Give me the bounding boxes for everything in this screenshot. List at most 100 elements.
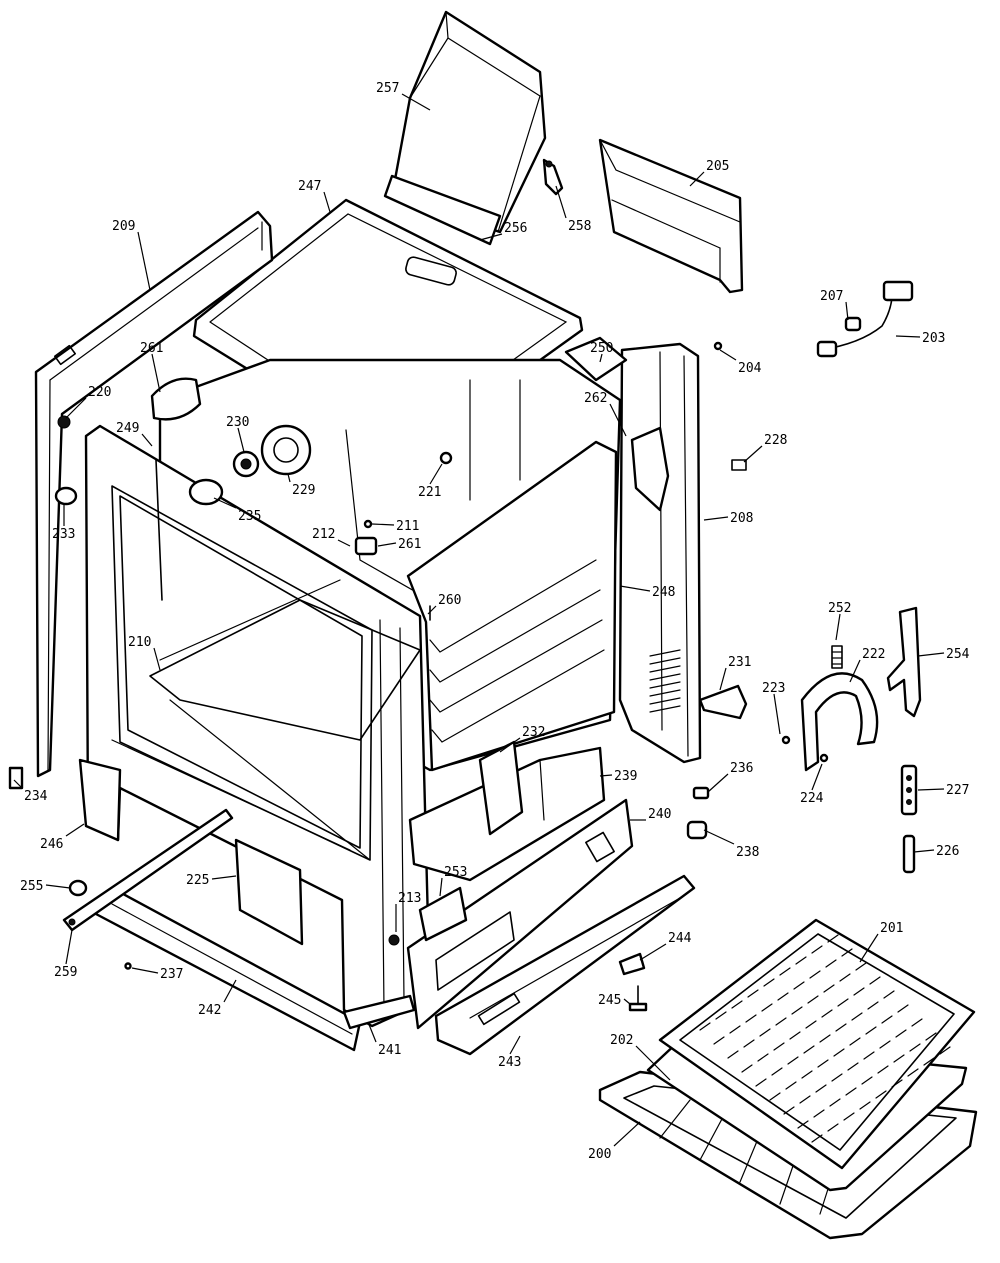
rack-slot bbox=[747, 989, 759, 998]
part-262-bracket bbox=[630, 426, 670, 512]
callout-label: 226 bbox=[936, 844, 959, 859]
part-233-fitting bbox=[54, 486, 78, 506]
rack-slot bbox=[755, 1078, 767, 1087]
rack-slot bbox=[909, 1043, 921, 1052]
rack-slot bbox=[759, 1028, 771, 1037]
callout-leader bbox=[719, 349, 737, 361]
callout-leader bbox=[213, 497, 237, 509]
rack-slot bbox=[743, 1039, 755, 1048]
callout-261a: 261 bbox=[140, 341, 163, 393]
rack-slot bbox=[785, 1081, 797, 1090]
callout-leader bbox=[479, 233, 503, 241]
callout-230: 230 bbox=[226, 415, 249, 453]
callout-leader bbox=[913, 849, 935, 853]
callout-252: 252 bbox=[828, 601, 851, 641]
callout-leader bbox=[703, 516, 729, 521]
rack-slot bbox=[879, 1040, 891, 1049]
callout-207: 207 bbox=[820, 289, 849, 321]
callout-label: 237 bbox=[160, 967, 183, 982]
callout-label: 220 bbox=[88, 385, 111, 400]
part-205-panel bbox=[598, 138, 744, 294]
callout-leader bbox=[401, 93, 431, 111]
callout-label: 252 bbox=[828, 601, 851, 616]
callout-249: 249 bbox=[116, 421, 153, 447]
callout-label: 212 bbox=[312, 527, 335, 542]
part-255-cap bbox=[68, 879, 88, 897]
callout-leader bbox=[719, 667, 727, 691]
callout-label: 261 bbox=[140, 341, 163, 356]
rack-slot bbox=[823, 984, 835, 993]
part-253-bracket bbox=[418, 886, 468, 942]
part-243-drawer-slide bbox=[434, 874, 696, 1056]
callout-label: 240 bbox=[648, 807, 671, 822]
callout-label: 256 bbox=[504, 221, 527, 236]
callout-242: 242 bbox=[198, 979, 237, 1018]
rack-slot bbox=[939, 1046, 951, 1055]
part-249-rod bbox=[155, 459, 163, 601]
part-207-plug bbox=[844, 316, 862, 332]
rack-slot bbox=[805, 1020, 817, 1029]
callout-label: 244 bbox=[668, 931, 692, 946]
callout-223: 223 bbox=[762, 681, 785, 735]
callout-245: 245 bbox=[598, 993, 631, 1008]
callout-leader bbox=[371, 523, 395, 526]
callout-236: 236 bbox=[707, 761, 753, 793]
rack-slot bbox=[837, 998, 849, 1007]
callout-leader bbox=[141, 433, 153, 447]
part-241-rail bbox=[342, 994, 416, 1030]
rack-slot bbox=[833, 1048, 845, 1057]
callout-231: 231 bbox=[719, 655, 751, 691]
rack-slot bbox=[827, 1123, 839, 1132]
callout-leader bbox=[45, 884, 71, 889]
rack-slot bbox=[843, 1112, 855, 1121]
part-248-inner-wall bbox=[406, 440, 618, 772]
part-234-clip bbox=[8, 766, 24, 790]
callout-leader bbox=[367, 1021, 377, 1043]
rack-slot bbox=[761, 1003, 773, 1012]
callout-leader bbox=[65, 929, 73, 965]
callout-label: 259 bbox=[54, 965, 77, 980]
callout-label: 262 bbox=[584, 391, 607, 406]
callout-leader bbox=[773, 693, 781, 735]
rack-slot bbox=[757, 1053, 769, 1062]
callout-leader bbox=[153, 647, 161, 671]
part-228-spring bbox=[731, 459, 747, 471]
callout-label: 228 bbox=[764, 433, 787, 448]
callout-208: 208 bbox=[703, 511, 753, 526]
rack-slot bbox=[817, 1059, 829, 1068]
callout-label: 241 bbox=[378, 1043, 401, 1058]
callout-leader bbox=[917, 788, 945, 791]
rack-slot bbox=[731, 1000, 743, 1009]
callout-label: 233 bbox=[52, 527, 75, 542]
rack-slot bbox=[827, 934, 839, 943]
rack-slot bbox=[793, 981, 805, 990]
callout-leader bbox=[811, 763, 823, 791]
callout-leader bbox=[137, 231, 151, 291]
callout-222: 222 bbox=[849, 647, 885, 683]
rack-slot bbox=[807, 995, 819, 1004]
callout-label: 207 bbox=[820, 289, 843, 304]
callout-233: 233 bbox=[52, 504, 75, 542]
rack-slot bbox=[769, 1092, 781, 1101]
callout-leader bbox=[211, 875, 237, 880]
callout-leader bbox=[917, 652, 945, 657]
rack-slot bbox=[795, 956, 807, 965]
rack-slot bbox=[893, 1054, 905, 1063]
callout-label: 250 bbox=[590, 341, 613, 356]
callout-leader bbox=[429, 463, 443, 485]
part-213-screw bbox=[388, 934, 400, 946]
rack-slot bbox=[783, 1106, 795, 1115]
part-245-leveler bbox=[628, 985, 648, 1012]
callout-leader bbox=[635, 1045, 671, 1081]
callout-262: 262 bbox=[584, 391, 627, 437]
callout-label: 249 bbox=[116, 421, 139, 436]
part-251-bracket bbox=[354, 536, 378, 556]
part-230-knob bbox=[232, 450, 260, 478]
callout-label: 242 bbox=[198, 1003, 221, 1018]
callout-label: 229 bbox=[292, 483, 315, 498]
callout-label: 209 bbox=[112, 219, 135, 234]
rack-slot bbox=[925, 1032, 937, 1041]
callout-leader bbox=[499, 737, 521, 753]
